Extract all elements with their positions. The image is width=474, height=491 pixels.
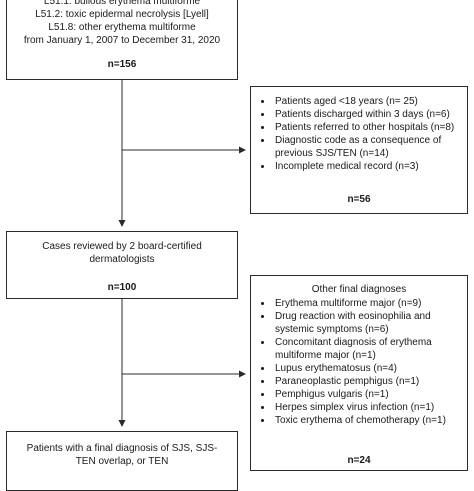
- exclusion-item: Diagnostic code as a consequence of prev…: [273, 134, 463, 160]
- inclusion-codes: L51.1: bullous erythema multiforme L51.2…: [7, 0, 237, 47]
- other-diagnoses-count: n=24: [347, 455, 371, 466]
- other-diagnoses-title: Other final diagnoses: [311, 284, 407, 295]
- diagnosis-item: Lupus erythematosus (n=4): [273, 362, 463, 375]
- code-line-l51-2: L51.2: toxic epidermal necrolysis [Lyell…: [35, 9, 209, 20]
- inclusion-box: L51.1: bullous erythema multiforme L51.2…: [6, 0, 238, 80]
- exclusion-item: Patients discharged within 3 days (n=6): [273, 108, 463, 121]
- exclusion-item: Patients referred to other hospitals (n=…: [273, 121, 463, 134]
- code-line-l51-1: L51.1: bullous erythema multiforme: [43, 0, 201, 7]
- reviewed-box: Cases reviewed by 2 board-certified derm…: [6, 231, 238, 299]
- diagnosis-item: Toxic erythema of chemotherapy (n=1): [273, 414, 463, 427]
- other-diagnoses-list: Erythema multiforme major (n=9) Drug rea…: [251, 297, 463, 427]
- final-diagnosis-description: Patients with a final diagnosis of SJS, …: [26, 443, 218, 467]
- diagnosis-item: Concomitant diagnosis of erythema multif…: [273, 336, 463, 362]
- exclusion-list: Patients aged <18 years (n= 25) Patients…: [251, 95, 463, 173]
- reviewed-description: Cases reviewed by 2 board-certified derm…: [42, 241, 202, 265]
- inclusion-count: n=156: [107, 59, 137, 70]
- other-diagnoses-box: Other final diagnoses Erythema multiform…: [250, 275, 468, 471]
- flow-connectors: [118, 80, 246, 427]
- diagnosis-item: Erythema multiforme major (n=9): [273, 297, 463, 310]
- code-line-l51-8: L51.8: other erythema multiforme: [48, 22, 196, 33]
- exclusion-count: n=56: [347, 194, 371, 205]
- exclusion-item: Incomplete medical record (n=3): [273, 160, 463, 173]
- diagnosis-item: Drug reaction with eosinophilia and syst…: [273, 310, 463, 336]
- exclusion-item: Patients aged <18 years (n= 25): [273, 95, 463, 108]
- diagnosis-item: Herpes simplex virus infection (n=1): [273, 401, 463, 414]
- date-range-line: from January 1, 2007 to December 31, 202…: [23, 35, 221, 46]
- diagnosis-item: Pemphigus vulgaris (n=1): [273, 388, 463, 401]
- diagnosis-item: Paraneoplastic pemphigus (n=1): [273, 375, 463, 388]
- reviewed-count: n=100: [107, 282, 137, 293]
- exclusion-box: Patients aged <18 years (n= 25) Patients…: [250, 86, 468, 214]
